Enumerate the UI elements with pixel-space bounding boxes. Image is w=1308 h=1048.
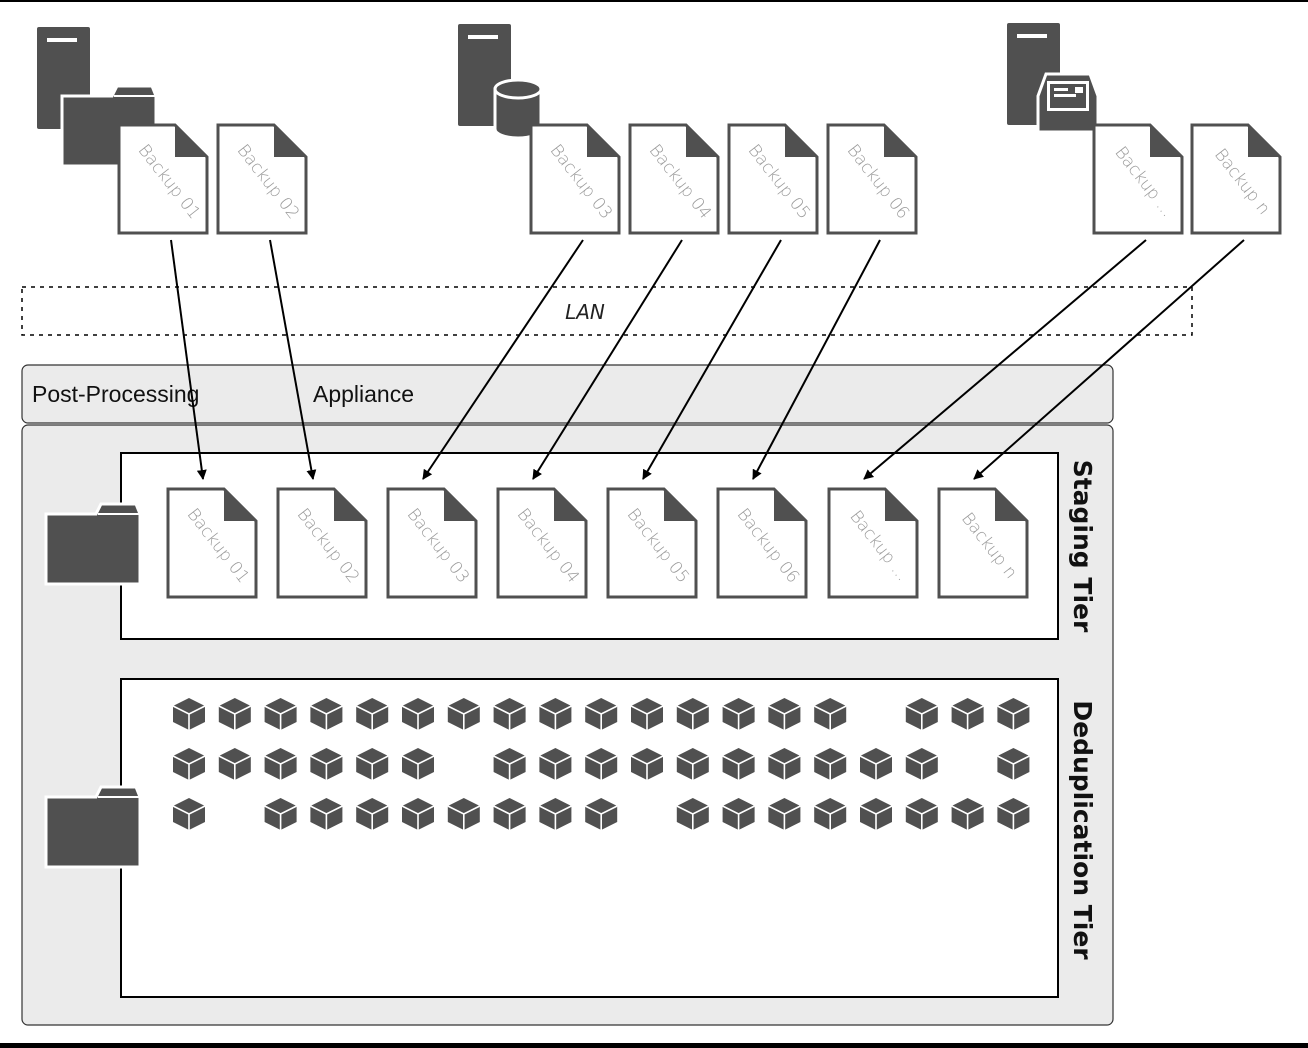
source-backup-file: Backup 01 <box>117 123 209 235</box>
transfer-arrow <box>973 239 1245 480</box>
data-block-cube-icon <box>355 798 389 830</box>
data-block-cube-icon <box>493 798 526 830</box>
source-servers <box>37 23 1100 168</box>
transfer-arrow <box>269 239 317 480</box>
data-block-cube-icon <box>310 748 343 780</box>
bottom-frame-line <box>0 1043 1308 1048</box>
data-block-cube-icon <box>264 748 297 780</box>
data-block-cube-icon <box>997 798 1030 830</box>
data-block-cube-icon <box>813 748 847 780</box>
data-block-cube-icon <box>676 698 710 730</box>
data-block-cube-icon <box>310 698 343 730</box>
data-block-cube-icon <box>539 748 572 780</box>
staging-backup-file: Backup ... <box>827 487 919 599</box>
data-block-cube-icon <box>722 748 755 780</box>
data-block-cube-icon <box>584 698 618 730</box>
source-backup-file: Backup 06 <box>826 123 918 235</box>
data-block-cube-icon <box>310 798 343 830</box>
data-block-cube-icon <box>859 798 893 830</box>
data-block-cube-icon <box>264 698 297 730</box>
source-backup-file: Backup 05 <box>727 123 819 235</box>
top-frame-line <box>0 0 1308 2</box>
data-block-cube-icon <box>447 798 481 830</box>
transfer-arrow <box>532 239 683 480</box>
transfer-arrow <box>863 239 1147 480</box>
mail-server-icon <box>1036 72 1100 134</box>
data-block-cube-icon <box>172 798 206 830</box>
staging-backup-file: Backup n <box>937 487 1029 599</box>
data-block-cube-icon <box>859 748 893 780</box>
staging-backup-file: Backup 05 <box>606 487 698 599</box>
transfer-arrow <box>422 239 584 480</box>
data-block-cube-icon <box>768 698 801 730</box>
data-block-cube-icon <box>813 798 847 830</box>
transfer-arrow <box>752 239 881 480</box>
data-block-cube-icon <box>401 698 435 730</box>
data-block-cube-icon <box>768 748 801 780</box>
data-block-cube-icon <box>539 698 572 730</box>
data-block-cube-icon <box>813 698 847 730</box>
data-block-cube-icon <box>630 748 664 780</box>
appliance-title-left: Post-Processing <box>32 381 199 407</box>
data-block-cube-icon <box>584 748 618 780</box>
source-backup-file: Backup 03 <box>529 123 621 235</box>
source-backup-file: Backup 04 <box>628 123 720 235</box>
data-block-cube-icon <box>264 798 297 830</box>
staging-backup-file: Backup 02 <box>276 487 368 599</box>
lan-label: LAN <box>565 300 605 324</box>
source-backup-file: Backup 02 <box>216 123 308 235</box>
data-block-cube-icon <box>172 748 206 780</box>
deduplication-tier-label: Deduplication Tier <box>1068 700 1097 960</box>
data-block-cube-icon <box>768 798 801 830</box>
data-block-cube-icon <box>218 698 252 730</box>
staging-tier-label: Staging Tier <box>1068 460 1097 633</box>
data-block-cube-icon <box>951 798 984 830</box>
data-block-cube-icon <box>997 698 1030 730</box>
appliance-title-right: Appliance <box>313 381 414 407</box>
deduplication-tier-box <box>120 678 1059 998</box>
lan-boundary <box>21 286 1193 336</box>
data-block-cube-icon <box>584 798 618 830</box>
data-block-cube-icon <box>722 698 755 730</box>
post-processing-appliance: Post-Processing Appliance Staging Tier D… <box>21 364 1114 1026</box>
transfer-arrow <box>170 239 207 480</box>
staging-backup-file: Backup 04 <box>496 487 588 599</box>
staging-backup-file: Backup 01 <box>166 487 258 599</box>
data-block-cube-icon <box>951 698 984 730</box>
data-block-cube-icon <box>905 748 939 780</box>
backup-transfer-arrows <box>170 239 1245 480</box>
deduplicated-blocks <box>172 698 1030 830</box>
data-block-cube-icon <box>630 698 664 730</box>
data-block-cube-icon <box>447 698 481 730</box>
data-block-cube-icon <box>905 798 939 830</box>
data-block-cube-icon <box>905 698 939 730</box>
data-block-cube-icon <box>401 798 435 830</box>
source-backup-file: Backup ... <box>1092 123 1184 235</box>
data-block-cube-icon <box>218 748 252 780</box>
source-backup-file: Backup n <box>1190 123 1282 235</box>
data-block-cube-icon <box>676 798 710 830</box>
data-block-cube-icon <box>539 798 572 830</box>
data-block-cube-icon <box>997 748 1030 780</box>
staging-backup-file: Backup 03 <box>386 487 478 599</box>
data-block-cube-icon <box>401 748 435 780</box>
data-block-cube-icon <box>172 698 206 730</box>
deduplication-folder-icon <box>44 785 142 869</box>
data-block-cube-icon <box>355 698 389 730</box>
data-block-cube-icon <box>355 748 389 780</box>
data-block-cube-icon <box>493 698 526 730</box>
transfer-arrow <box>642 239 782 480</box>
data-block-cube-icon <box>722 798 755 830</box>
data-block-cube-icon <box>676 748 710 780</box>
staging-backup-file: Backup 06 <box>716 487 808 599</box>
data-block-cube-icon <box>493 748 526 780</box>
staging-folder-icon <box>44 502 142 586</box>
lan-network: LAN <box>21 286 1193 336</box>
